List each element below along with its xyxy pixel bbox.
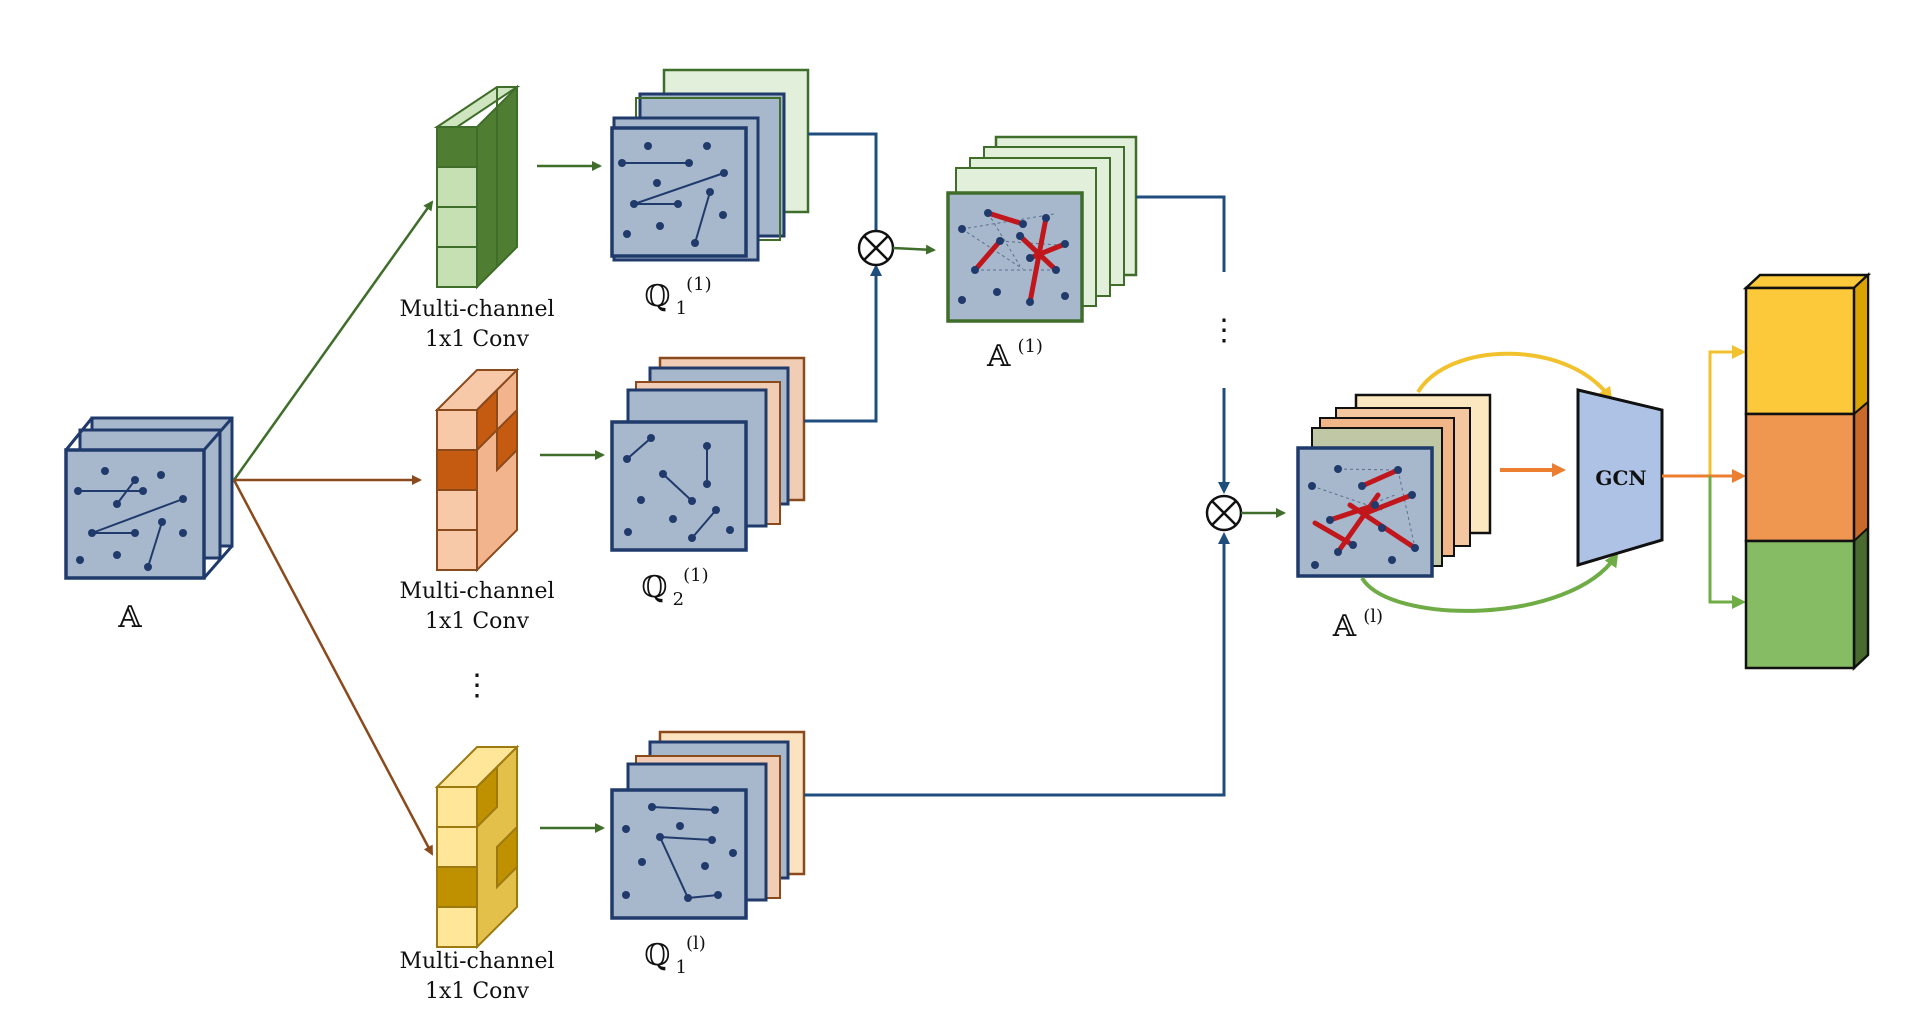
q1-graph-stack: ℚ 1 (1) — [610, 68, 810, 319]
al-graph-stack: 𝔸 (l) — [1296, 393, 1492, 644]
q2-subscript: 2 — [673, 589, 684, 610]
q1-front-graph — [610, 126, 748, 258]
arrow-to-a1 — [892, 244, 936, 255]
gcn-label: GCN — [1595, 466, 1646, 490]
al-front-graph — [1296, 446, 1434, 578]
q2-symbol: ℚ — [641, 570, 667, 605]
multiply-operator-2 — [1205, 494, 1243, 532]
conv-label-line1: Multi-channel — [399, 579, 554, 604]
conv-label-line1: Multi-channel — [399, 297, 554, 322]
q2-superscript: (1) — [683, 565, 709, 586]
a1-front-graph — [946, 191, 1084, 323]
yellow-skip-arc — [1416, 351, 1613, 402]
conv-label-line1: Multi-channel — [399, 949, 554, 974]
connectors-to-multiply-2 — [804, 195, 1230, 797]
input-adjacency-stack: 𝔸 — [64, 416, 234, 635]
q1-subscript: 1 — [676, 298, 687, 319]
ql-subscript: 1 — [675, 957, 686, 978]
ql-superscript: (l) — [686, 933, 706, 954]
a1-graph-stack: 𝔸 (1) — [946, 135, 1138, 374]
input-front-graph — [64, 448, 206, 580]
q2-front-graph — [610, 420, 748, 552]
gcn-block: GCN — [1576, 388, 1664, 568]
q1-symbol: ℚ — [644, 279, 670, 314]
conv-label-line2: 1x1 Conv — [425, 327, 530, 352]
conv-ellipsis: ⋮ — [462, 668, 492, 703]
ql-graph-stack: ℚ 1 (l) — [610, 730, 806, 978]
q1-superscript: (1) — [686, 274, 712, 295]
ql-label: ℚ 1 (l) — [644, 933, 706, 978]
conv-block-orange: Multi-channel 1x1 Conv — [399, 367, 555, 634]
conv-block-green: Multi-channel 1x1 Conv — [399, 84, 555, 352]
al-label: 𝔸 (l) — [1332, 606, 1383, 644]
q1-label: ℚ 1 (1) — [644, 274, 711, 319]
al-symbol: 𝔸 — [1332, 609, 1357, 644]
green-skip-arc — [1360, 552, 1619, 613]
al-superscript: (l) — [1363, 606, 1383, 627]
ql-front-graph — [610, 788, 748, 920]
ql-symbol: ℚ — [644, 938, 670, 973]
arrow-to-conv-green — [232, 200, 434, 481]
multiply-operator-1 — [857, 229, 895, 267]
a1-symbol: 𝔸 — [986, 339, 1011, 374]
output-class-orange — [1744, 412, 1856, 543]
q2-label: ℚ 2 (1) — [641, 565, 708, 610]
conv-label-line2: 1x1 Conv — [425, 979, 530, 1004]
a1-superscript: (1) — [1017, 336, 1043, 357]
conv-label-line2: 1x1 Conv — [425, 609, 530, 634]
a1-label: 𝔸 (1) — [986, 336, 1043, 374]
branch-arrows — [232, 200, 434, 856]
q2-graph-stack: ℚ 2 (1) — [610, 356, 806, 610]
connectors-to-multiply-1 — [804, 132, 882, 423]
output-class-green — [1744, 539, 1856, 670]
input-label: 𝔸 — [117, 600, 142, 635]
output-class-yellow — [1744, 286, 1856, 416]
output-arrows — [1662, 345, 1746, 609]
output-block-stack — [1742, 272, 1872, 671]
arrow-to-conv-yellow — [232, 479, 434, 856]
conv-block-yellow: Multi-channel 1x1 Conv — [399, 744, 555, 1004]
layer-ellipsis: ⋮ — [1209, 313, 1239, 348]
